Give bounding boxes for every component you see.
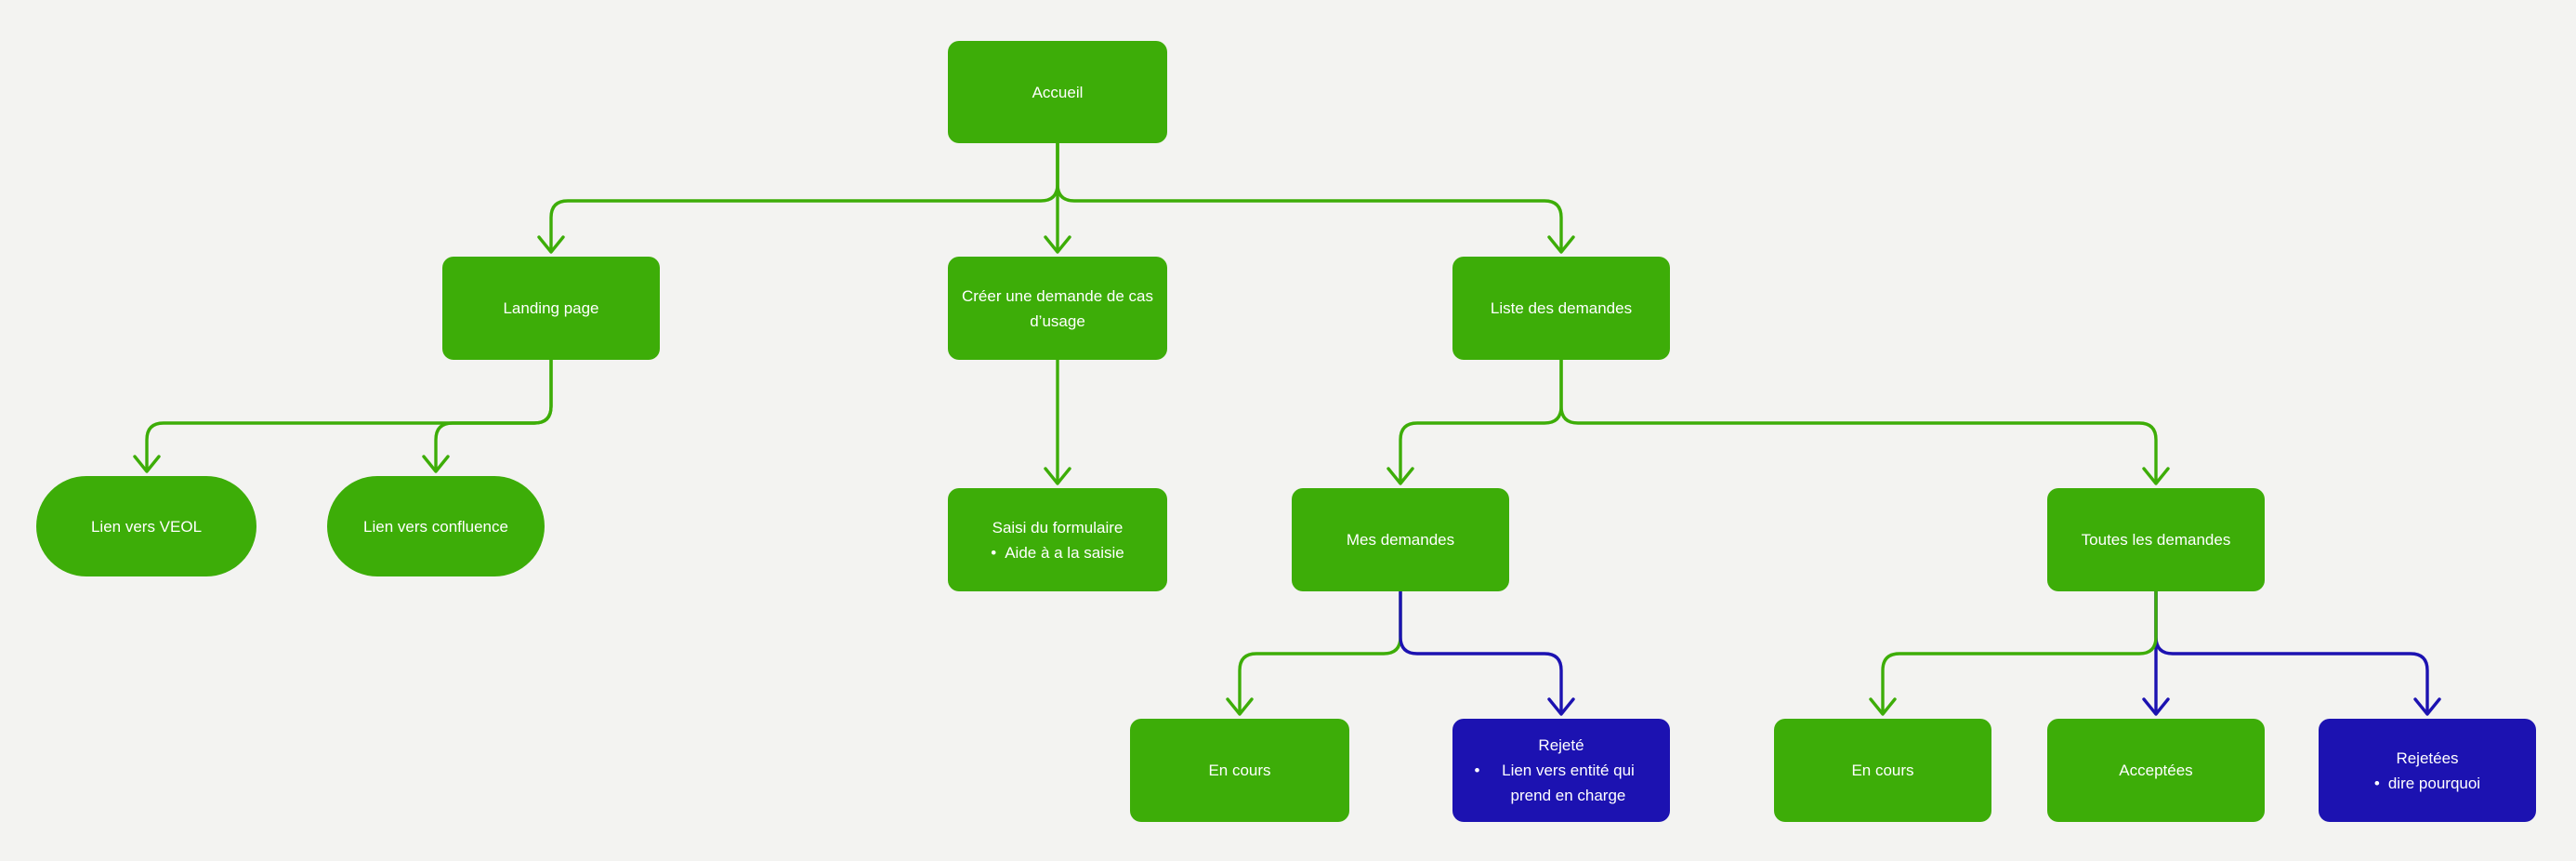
node-lien-confluence-label: Lien vers confluence	[363, 517, 508, 536]
node-rejetees[interactable]: Rejetées • dire pourquoi	[2319, 719, 2536, 822]
edge-landing-veol	[133, 358, 553, 473]
node-saisi-formulaire-bullet: • Aide à a la saisie	[991, 540, 1124, 565]
edge-mes-encours	[1226, 589, 1402, 716]
node-saisi-formulaire[interactable]: Saisi du formulaire • Aide à a la saisie	[948, 488, 1167, 591]
node-rejete-bullet: • Lien vers entité qui prend en charge	[1475, 758, 1649, 808]
arrowhead-down-icon	[1044, 467, 1071, 485]
node-accueil-label: Accueil	[1032, 83, 1084, 101]
node-liste-demandes-label: Liste des demandes	[1490, 299, 1633, 317]
node-rejete-title: Rejeté	[1538, 736, 1584, 754]
node-saisi-formulaire-bullet-text: Aide à a la saisie	[1005, 543, 1124, 562]
edge-liste-toutes	[1559, 358, 2170, 485]
arrowhead-down-icon	[2413, 697, 2441, 716]
node-toutes-demandes-label: Toutes les demandes	[2081, 531, 2231, 549]
node-saisi-formulaire-title: Saisi du formulaire	[992, 518, 1124, 536]
node-lien-confluence[interactable]: Lien vers confluence	[327, 476, 545, 576]
edge-toutes-encours	[1869, 589, 2158, 716]
node-mes-demandes-label: Mes demandes	[1346, 531, 1455, 549]
arrowhead-down-icon	[1387, 467, 1414, 485]
node-landing-page[interactable]: Landing page	[442, 257, 660, 360]
node-en-cours-mes-label: En cours	[1208, 762, 1271, 779]
node-creer-demande-label: Créer une demande de cas d’usage	[961, 286, 1154, 330]
node-en-cours-toutes[interactable]: En cours	[1774, 719, 1991, 822]
node-acceptees-label: Acceptées	[2119, 762, 2193, 779]
node-rejetees-bullet-text: dire pourquoi	[2387, 774, 2481, 792]
node-accueil[interactable]: Accueil	[948, 41, 1167, 143]
node-liste-demandes[interactable]: Liste des demandes	[1452, 257, 1670, 360]
node-en-cours-mes[interactable]: En cours	[1130, 719, 1349, 822]
edge-creer-saisi	[1044, 358, 1071, 485]
node-rejetees-title: Rejetées	[2396, 748, 2459, 767]
arrowhead-down-icon	[537, 235, 565, 254]
arrowhead-down-icon	[2142, 697, 2170, 716]
edge-accueil-liste	[1056, 141, 1575, 254]
edge-liste-mes	[1387, 358, 1563, 485]
node-mes-demandes[interactable]: Mes demandes	[1292, 488, 1509, 591]
arrowhead-down-icon	[133, 455, 161, 473]
node-toutes-demandes[interactable]: Toutes les demandes	[2047, 488, 2265, 591]
edge-accueil-landing	[537, 141, 1059, 254]
node-lien-veol[interactable]: Lien vers VEOL	[36, 476, 256, 576]
arrowhead-down-icon	[2142, 467, 2170, 485]
edge-landing-confluence	[422, 358, 553, 473]
node-rejetees-bullet: • dire pourquoi	[2374, 771, 2480, 796]
bullet-icon: •	[2373, 774, 2380, 792]
arrowhead-down-icon	[1044, 235, 1071, 254]
node-rejete[interactable]: Rejeté • Lien vers entité qui prend en c…	[1452, 719, 1670, 822]
arrowhead-down-icon	[1869, 697, 1897, 716]
arrowhead-down-icon	[1226, 697, 1254, 716]
arrowhead-down-icon	[422, 455, 450, 473]
node-creer-demande[interactable]: Créer une demande de cas d’usage	[948, 257, 1167, 360]
bullet-icon: •	[1474, 762, 1480, 779]
node-rejete-bullet-text: Lien vers entité qui prend en charge	[1502, 762, 1635, 804]
node-lien-veol-label: Lien vers VEOL	[90, 517, 203, 536]
bullet-icon: •	[991, 543, 997, 562]
node-acceptees[interactable]: Acceptées	[2047, 719, 2265, 822]
arrowhead-down-icon	[1547, 697, 1575, 716]
node-en-cours-toutes-label: En cours	[1851, 762, 1914, 779]
edge-toutes-rejetees	[2154, 589, 2441, 716]
node-landing-page-label: Landing page	[503, 299, 599, 317]
arrowhead-down-icon	[1547, 235, 1575, 254]
edge-mes-rejete	[1399, 589, 1575, 716]
